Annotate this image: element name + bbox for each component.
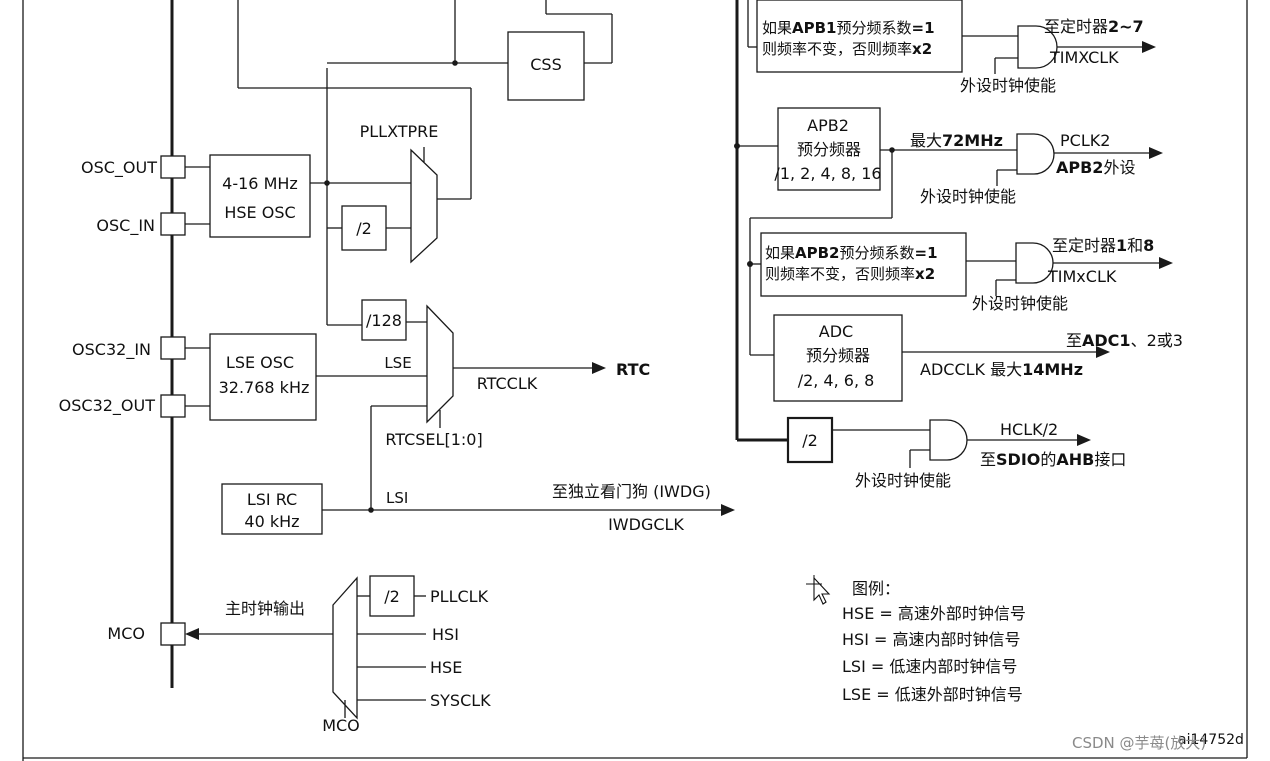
hse-osc-box [209, 154, 311, 238]
lse-signal-label: LSE [384, 354, 411, 372]
lse-osc-box [209, 333, 317, 421]
adc-prescaler-name: ADC [819, 322, 853, 341]
timxclk-upper-label: TIMXCLK [1049, 48, 1119, 67]
mco-div2-label: /2 [384, 587, 400, 606]
csdn-watermark: CSDN @芋苺(放大) [1072, 734, 1206, 752]
lsi-rc-box [221, 483, 323, 535]
rtc-label: RTC [616, 360, 650, 379]
lsi-rc-freq: 40 kHz [244, 512, 299, 531]
legend-item: HSE = 高速外部时钟信号 [842, 604, 1026, 623]
apb2-prescaler-name: APB2 [807, 116, 849, 135]
hse-div2-label: /2 [356, 219, 372, 238]
apb2-prescaler-box [777, 107, 881, 191]
hclk-div2-box [786, 416, 834, 464]
osc32-in-pin [160, 336, 186, 360]
legend-item: HSI = 高速内部时钟信号 [842, 630, 1021, 649]
hclk-div2-label: /2 [802, 431, 818, 450]
figure-id: ai14752d [1178, 732, 1244, 748]
legend-item: LSE = 低速外部时钟信号 [842, 685, 1023, 704]
periph-enable-3: 外设时钟使能 [972, 294, 1068, 313]
lsi-rc-name: LSI RC [247, 490, 297, 509]
pllxtpre-mux [410, 148, 438, 264]
sdio-and-gate [929, 419, 968, 461]
pclk2-label: PCLK2 [1060, 131, 1110, 150]
hse-osc-name: HSE OSC [224, 203, 295, 222]
pclk2-and-gate [1016, 133, 1055, 175]
apb2-prescaler-ratios: /1, 2, 4, 8, 16 [774, 164, 881, 183]
mouse-cursor-icon [806, 575, 831, 605]
osc-in-label: OSC_IN [96, 216, 155, 236]
osc-out-label: OSC_OUT [81, 158, 157, 178]
hse-div2-box [341, 205, 387, 251]
mco-mux [332, 576, 358, 720]
adc-prescaler-sub: 预分频器 [806, 346, 870, 365]
adc-to-label: 至ADC1、2或3 [1066, 331, 1183, 350]
rtcsel-label: RTCSEL[1:0] [385, 430, 482, 449]
osc32-out-pin [160, 394, 186, 418]
osc-in-pin [160, 212, 186, 236]
css-label: CSS [530, 55, 561, 74]
apb2-condition-line2: 则频率不变，否则频率x2 [765, 265, 935, 283]
hsi-label: HSI [432, 625, 459, 644]
mco-pin [160, 622, 186, 646]
sysclk-label: SYSCLK [430, 691, 491, 710]
legend: 图例： HSE = 高速外部时钟信号 HSI = 高速内部时钟信号 LSI = … [842, 579, 1026, 704]
apb2-prescaler-sub: 预分频器 [797, 140, 861, 159]
osc32-in-label: OSC32_IN [72, 340, 151, 360]
css-box [507, 31, 585, 101]
legend-title: 图例： [852, 579, 900, 598]
rtcclk-label: RTCCLK [477, 374, 538, 393]
osc32-out-label: OSC32_OUT [59, 396, 156, 416]
adc-prescaler-box [773, 314, 903, 402]
adcclk-label: ADCCLK 最大14MHz [920, 360, 1083, 379]
apb1-condition-line1: 如果APB1预分频系数=1 [762, 19, 935, 37]
div128-box [361, 299, 407, 341]
timer18-and-gate [1015, 242, 1054, 284]
hse-osc-freq: 4-16 MHz [222, 174, 298, 193]
pllxtpre-label: PLLXTPRE [360, 122, 439, 141]
timxclk-lower-label: TIMxCLK [1047, 267, 1117, 286]
iwdgclk-label: IWDGCLK [608, 515, 684, 534]
timer27-label: 至定时器2~7 [1044, 17, 1144, 36]
hclk2-label: HCLK/2 [1000, 420, 1058, 439]
iwdg-label: 至独立看门狗 (IWDG) [552, 482, 711, 501]
main-clock-out-label: 主时钟输出 [225, 599, 305, 618]
timer27-and-gate [1017, 25, 1058, 69]
osc-out-pin [160, 155, 186, 179]
apb1-condition-line2: 则频率不变，否则频率x2 [762, 40, 932, 58]
mco-mux-label: MCO [322, 716, 360, 735]
adc-prescaler-ratios: /2, 4, 6, 8 [798, 371, 875, 390]
pllclk-label: PLLCLK [430, 587, 489, 606]
lsi-signal-label: LSI [386, 489, 408, 507]
div128-label: /128 [366, 311, 402, 330]
apb2-condition-line1: 如果APB2预分频系数=1 [765, 244, 938, 262]
apb2-periph-label: APB2外设 [1056, 158, 1135, 177]
periph-enable-1: 外设时钟使能 [960, 76, 1056, 95]
periph-enable-2: 外设时钟使能 [920, 187, 1016, 206]
periph-enable-4: 外设时钟使能 [855, 471, 951, 490]
apb2-max-label: 最大72MHz [910, 131, 1003, 150]
timer18-label: 至定时器1和8 [1052, 236, 1154, 255]
sdio-label: 至SDIO的AHB接口 [980, 450, 1126, 469]
lse-osc-freq: 32.768 kHz [219, 378, 310, 397]
apb2-condition-box [760, 232, 967, 297]
rtcsel-mux [426, 304, 454, 424]
hse-label: HSE [430, 658, 462, 677]
mco-pin-label: MCO [107, 624, 145, 643]
legend-item: LSI = 低速内部时钟信号 [842, 657, 1017, 676]
lse-osc-name: LSE OSC [226, 353, 294, 372]
apb1-condition-box [756, 0, 963, 73]
